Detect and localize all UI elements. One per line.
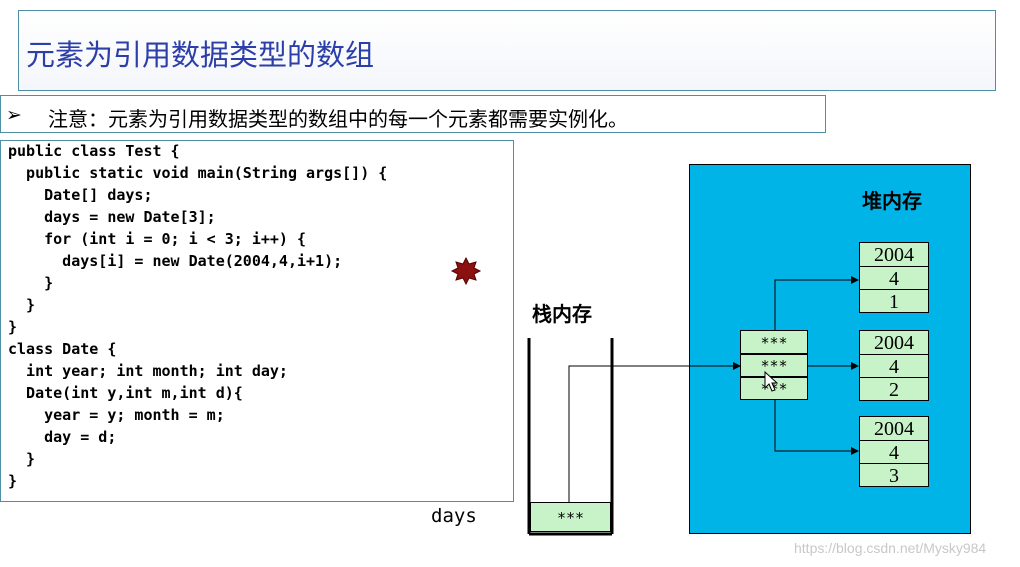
code-line: Date(int y,int m,int d){ [8,384,243,402]
code-line: day = d; [8,428,117,446]
array-element-cell: *** [740,330,808,354]
date-object-month-cell: 4 [859,354,929,378]
array-element-cell: *** [740,354,808,377]
code-line: days = new Date[3]; [8,208,216,226]
date-object-year-cell: 2004 [859,416,929,441]
code-line: class Date { [8,340,117,358]
code-line: } [8,274,54,292]
ref-arrow-1 [774,276,859,330]
code-line: public static void main(String args[]) { [8,164,388,182]
ref-arrow-3 [774,400,859,455]
code-line: public class Test { [8,142,180,160]
watermark: https://blog.csdn.net/Mysky984 [794,540,987,556]
arrow-bullet-icon: ➢ [6,104,22,126]
code-line: for (int i = 0; i < 3; i++) { [8,230,307,248]
date-object-day-cell: 2 [859,377,929,401]
date-object-day-cell: 3 [859,463,929,487]
date-object-month-cell: 4 [859,440,929,464]
code-line: year = y; month = m; [8,406,225,424]
date-object-year-cell: 2004 [859,242,929,267]
note-box [0,95,826,133]
code-line: days[i] = new Date(2004,4,i+1); [8,252,343,270]
code-line: Date[] days; [8,186,153,204]
stack-days-ref-cell: *** [530,502,611,532]
stack-container [527,338,614,536]
laser-pointer-star-icon [450,256,482,286]
heap-label: 堆内存 [862,189,922,213]
stack-label: 栈内存 [532,302,592,326]
variable-name-label: days [431,505,477,527]
date-object-day-cell: 1 [859,289,929,313]
stack-to-array-arrow [568,362,741,503]
code-line: } [8,318,18,336]
code-line: } [8,296,36,314]
date-object-month-cell: 4 [859,266,929,290]
mouse-cursor-icon [764,371,778,392]
code-line: int year; int month; int day; [8,362,288,380]
code-line: } [8,472,18,490]
code-line: } [8,450,36,468]
slide-title: 元素为引用数据类型的数组 [26,38,375,72]
code-box: public class Test { public static void m… [0,140,514,502]
slide-title-box [18,10,996,91]
date-object-year-cell: 2004 [859,330,929,355]
note-text: 注意：元素为引用数据类型的数组中的每一个元素都需要实例化。 [48,107,628,131]
